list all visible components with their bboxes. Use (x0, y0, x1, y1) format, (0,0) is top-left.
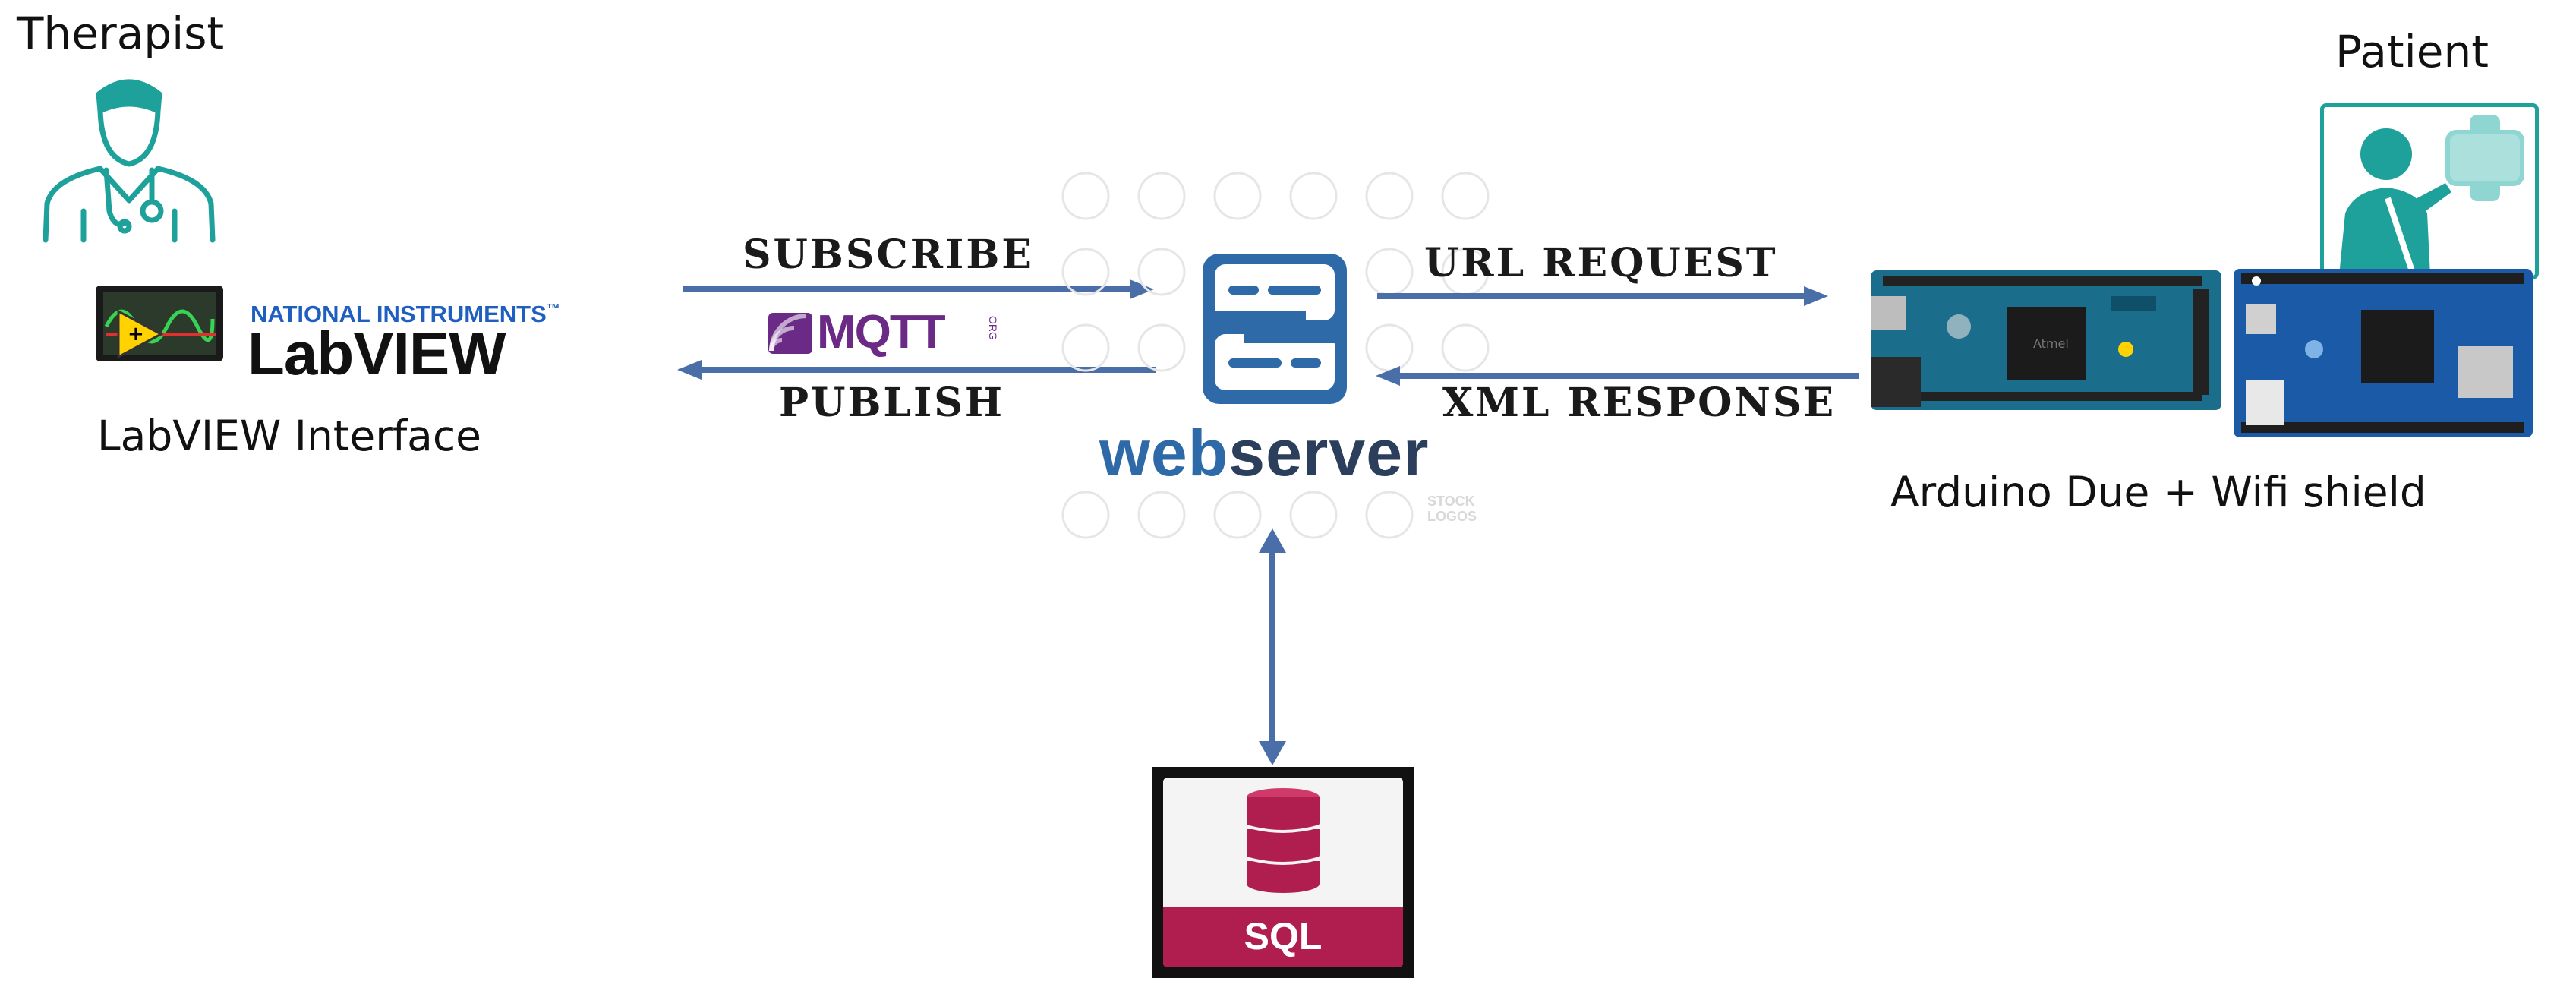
url-request-label: URL REQUEST (1424, 240, 1778, 286)
arduino-label: Arduino Due + Wifi shield (1890, 468, 2426, 516)
publish-label: PUBLISH (779, 380, 1004, 426)
xml-response-arrow (1376, 366, 1859, 386)
labview-interface-label: LabVIEW Interface (97, 412, 481, 460)
mqtt-logo: MQTT ORG (768, 306, 1011, 358)
webserver-server: server (1228, 417, 1430, 490)
database-double-arrow (1259, 528, 1286, 765)
subscribe-arrow (683, 279, 1154, 299)
xml-response-label: XML RESPONSE (1442, 380, 1837, 426)
database-icon-frame: SQL (1152, 767, 1414, 978)
arduino-board-icon: Atmel (1871, 270, 2221, 410)
wifi-shield-icon (2234, 269, 2533, 437)
labview-brand-text: NATIONAL INSTRUMENTS (251, 301, 547, 327)
database-icon (1246, 788, 1320, 893)
labview-brand-top: NATIONAL INSTRUMENTS™ (251, 301, 560, 328)
database-label-band (1163, 907, 1403, 967)
webserver-web: web (1099, 417, 1229, 490)
labview-tm: ™ (546, 301, 560, 317)
labview-icon: + (96, 286, 223, 361)
url-request-arrow (1377, 286, 1828, 306)
therapist-label: Therapist (17, 8, 225, 59)
patient-label: Patient (2335, 26, 2489, 77)
webserver-watermark-text: STOCK LOGOS (1427, 494, 1477, 524)
mqtt-text: MQTT (817, 306, 946, 358)
database-label: SQL (1244, 915, 1323, 958)
webserver-icon (1203, 254, 1347, 404)
mqtt-org: ORG (987, 316, 999, 340)
arduino-chip-mark: Atmel (2033, 336, 2069, 351)
svg-text:+: + (128, 323, 144, 345)
database-icon-inner: SQL (1163, 778, 1403, 967)
labview-product: LabVIEW (248, 320, 506, 387)
webserver-wordmark: webserver (1099, 416, 1430, 491)
mqtt-waves-icon (768, 313, 812, 354)
subscribe-label: SUBSCRIBE (743, 232, 1034, 278)
patient-icon-frame (2320, 103, 2539, 279)
patient-icon (2339, 115, 2524, 276)
doctor-icon (43, 79, 216, 243)
